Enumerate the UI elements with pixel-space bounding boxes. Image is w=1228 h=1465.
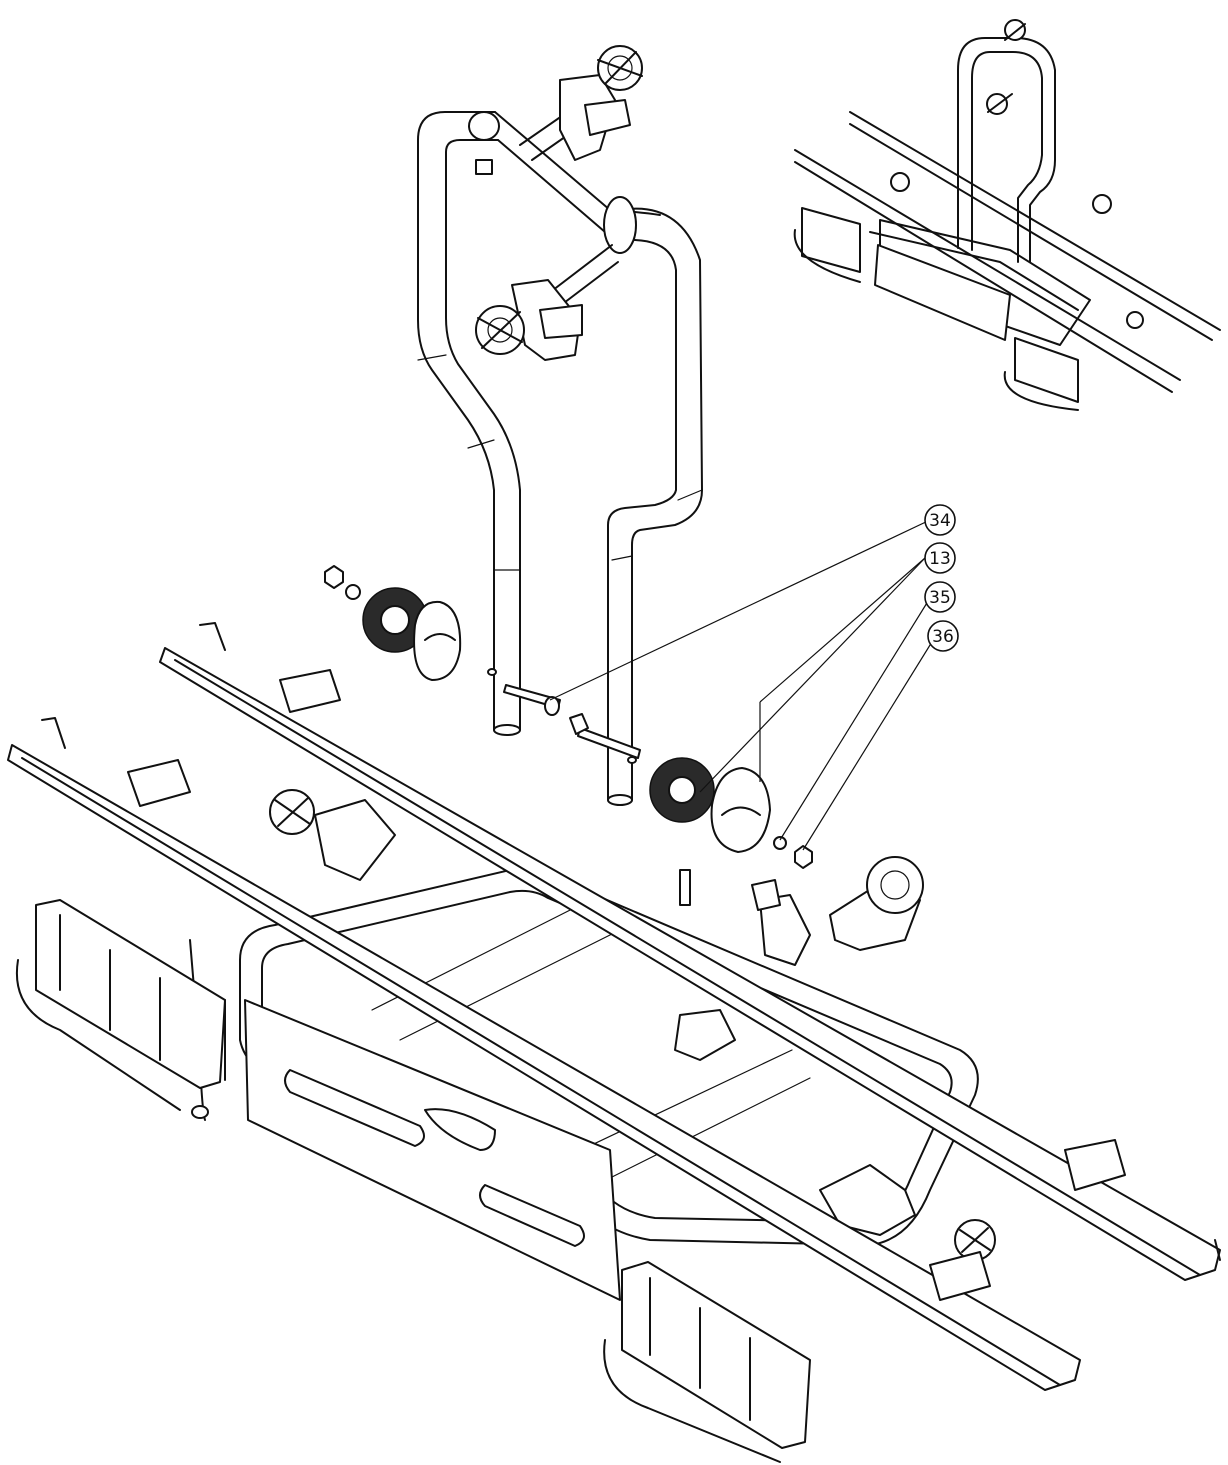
front-wheel-rail [7, 717, 1081, 1391]
assembled-view-inset [793, 19, 1221, 411]
leader-35 [779, 597, 931, 841]
leader-13b [759, 557, 926, 703]
callout-label-36: 36 [932, 627, 954, 647]
callout-label-35: 35 [929, 588, 951, 608]
base-carrier [189, 789, 996, 1301]
callout-34: 34 [924, 504, 956, 536]
leader-34 [549, 519, 931, 701]
leader-13a [699, 557, 926, 793]
left-lamp-unit [15, 899, 226, 1111]
leader-36 [802, 636, 936, 851]
callout-13: 13 [924, 542, 956, 574]
right-lamp-unit [603, 1261, 811, 1463]
callout-label-13: 13 [929, 549, 951, 569]
upright-frame [417, 111, 703, 806]
callout-35: 35 [924, 581, 956, 613]
callouts: 34 13 35 36 [549, 504, 959, 851]
upper-wheel-clamp [519, 45, 643, 161]
exploded-hardware [324, 565, 813, 869]
callout-label-34: 34 [929, 511, 951, 531]
rear-wheel-rail [159, 622, 1221, 1281]
callout-36: 36 [927, 620, 959, 652]
middle-wheel-clamp [475, 244, 619, 361]
